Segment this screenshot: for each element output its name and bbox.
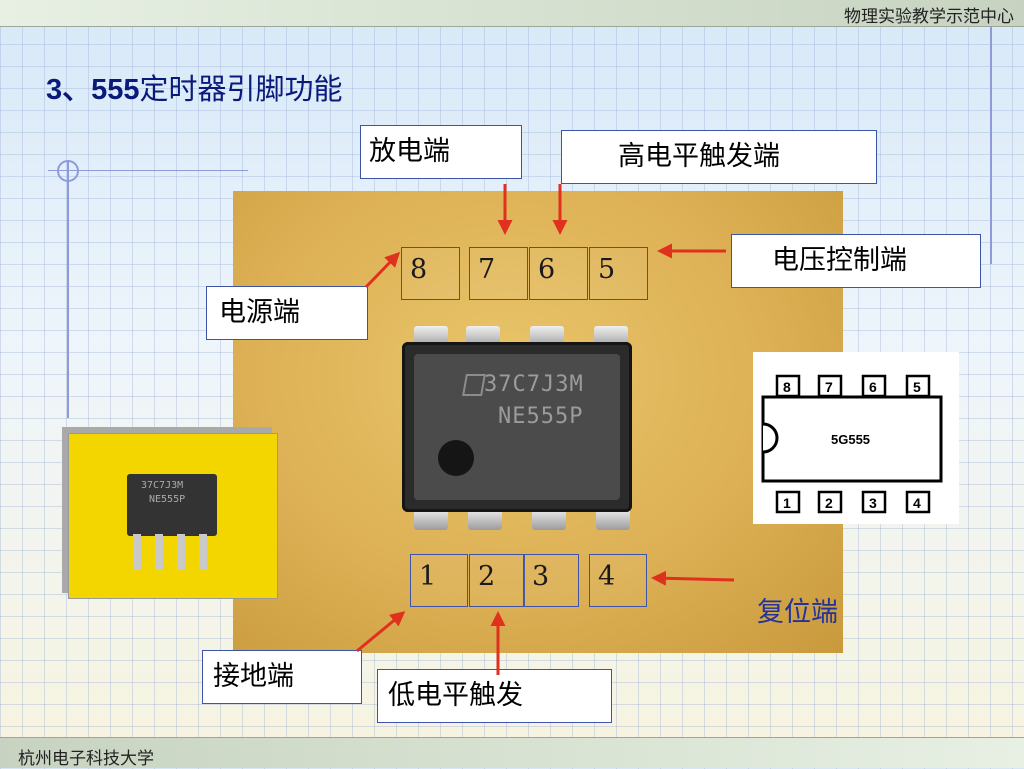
diagram-pin-box [861,374,887,398]
footer-university: 杭州电子科技大学 [18,749,154,769]
label-power: 电源端 [206,286,368,340]
arrow-ground [356,611,406,653]
diagram-pin-box [861,490,887,514]
page-title: 3、555定时器引脚功能 [46,66,343,108]
label-high-trigger: 高电平触发端 [561,130,877,184]
pin-number: 4 [598,561,616,592]
inset-chip-marking-line2: NE555P [149,494,186,505]
pin-number-box-bottom: 1 [410,554,468,607]
pin-number-box-top: 6 [529,247,588,300]
inset-chip-marking-line1: 37C7J3M [141,480,184,491]
label-low-trigger-text: 低电平触发 [388,680,523,711]
pinout-diagram-svg: 8 7 6 5 1 2 3 4 5G555 [761,374,943,514]
label-voltage-control-text: 电压控制端 [772,245,907,276]
inset-chip-pin [133,534,141,570]
label-low-trigger: 低电平触发 [377,669,612,723]
chip-marking-line2: NE555P [498,404,584,429]
label-high-trigger-text: 高电平触发端 [618,141,780,172]
label-discharge-text: 放电端 [369,136,450,167]
header-bar: 物理实验教学示范中心 [0,0,1024,27]
diagram-pin-box [817,374,843,398]
pin-number: 7 [478,254,496,285]
diagram-notch [762,422,779,454]
chip-face [414,354,620,500]
diagram-pin-label: 1 [783,495,791,511]
title-number: 3、555 [46,74,140,106]
inset-chip-body [127,474,217,536]
header-org: 物理实验教学示范中心 [844,7,1014,27]
pin-number: 6 [538,254,556,285]
pin-number: 3 [532,561,550,592]
decor-hline-left [48,170,248,171]
chip-pin [414,508,448,530]
chip-pin [468,508,502,530]
pinout-diagram: 8 7 6 5 1 2 3 4 5G555 [753,352,959,524]
inset-chip-pin [155,534,163,570]
chip-notch-dot [438,440,474,476]
pin-number-box-top: 7 [469,247,528,300]
diagram-pin-label: 3 [869,495,877,511]
pin-number-box-top: 5 [589,247,648,300]
label-voltage-control: 电压控制端 [731,234,981,288]
inset-chip-photo: 37C7J3M NE555P [68,433,278,599]
pin-number-box-bottom: 2 [469,554,525,607]
chip-marking-line1: 37C7J3M [484,372,584,397]
diagram-part-label: 5G555 [831,432,870,447]
diagram-pin-box [905,374,931,398]
chip-pin [596,508,630,530]
pin-number: 2 [478,561,496,592]
footer-bar: 杭州电子科技大学 [0,737,1024,769]
inset-chip-pin [199,534,207,570]
diagram-pin-box [775,490,801,514]
label-ground-text: 接地端 [213,661,294,692]
pin-number-box-top: 8 [401,247,460,300]
label-power-text: 电源端 [219,297,300,328]
diagram-pin-box [817,490,843,514]
pin-number: 1 [419,561,437,592]
decor-vline-right [990,26,992,264]
diagram-pin-label: 4 [913,495,921,511]
chip-pin [532,508,566,530]
diagram-pin-label: 7 [825,379,833,395]
diagram-pin-box [905,490,931,514]
diagram-pin-label: 5 [913,379,921,395]
label-reset: 复位端 [757,597,838,628]
pin-number: 8 [410,254,428,285]
inset-chip-pin [177,534,185,570]
decor-circle-icon [57,160,79,182]
label-discharge: 放电端 [360,125,522,179]
diagram-pin-label: 2 [825,495,833,511]
pin-number-box-bottom: 3 [523,554,579,607]
arrow-power [364,251,401,289]
diagram-pin-label: 6 [869,379,877,395]
diagram-pin-box [775,374,801,398]
diagram-pin-label: 8 [783,379,791,395]
arrow-reset [651,570,735,586]
title-text: 定时器引脚功能 [139,72,343,106]
pin-number: 5 [598,254,616,285]
pin-number-box-bottom: 4 [589,554,647,607]
label-ground: 接地端 [202,650,362,704]
decor-vline-left [67,160,69,418]
